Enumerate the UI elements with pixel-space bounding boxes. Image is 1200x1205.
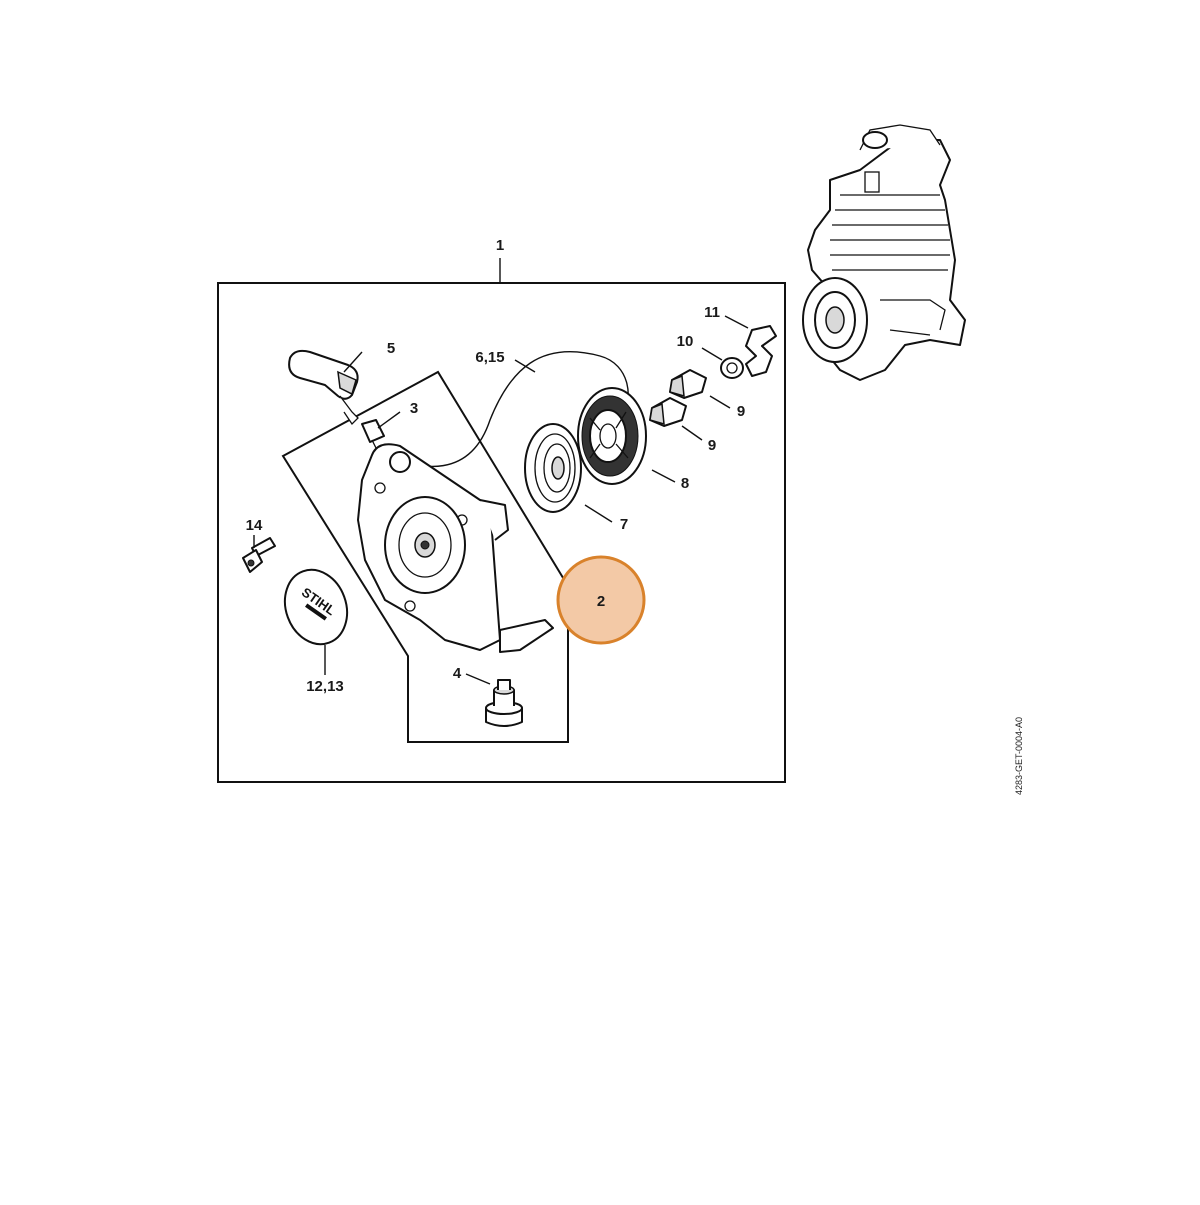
fan-housing xyxy=(357,443,554,653)
spring-clip xyxy=(745,325,777,377)
starter-rope xyxy=(384,351,629,468)
callout-10[interactable]: 10 xyxy=(677,333,694,350)
highlight-circle[interactable] xyxy=(556,555,646,645)
callout-7[interactable]: 7 xyxy=(620,516,628,533)
callout-1[interactable]: 1 xyxy=(496,237,504,254)
callout-9-lower[interactable]: 9 xyxy=(708,437,716,454)
screw xyxy=(242,537,276,573)
rope-rotor xyxy=(577,387,647,485)
rubber-buffer xyxy=(485,679,523,727)
rewind-spring xyxy=(524,423,582,513)
callout-5[interactable]: 5 xyxy=(387,340,395,357)
callout-8[interactable]: 8 xyxy=(681,475,689,492)
starter-grip xyxy=(288,349,359,426)
pawl-upper xyxy=(669,369,707,399)
callout-12-13[interactable]: 12,13 xyxy=(306,678,344,695)
callout-6-15[interactable]: 6,15 xyxy=(475,349,504,366)
assembly-frame xyxy=(217,282,786,783)
engine-assembly-illustration xyxy=(802,124,966,381)
callout-3[interactable]: 3 xyxy=(410,400,418,417)
document-id: 4283-GET-0004-A0 xyxy=(1014,717,1024,795)
pawl-lower xyxy=(649,397,687,427)
housing-subframe xyxy=(281,370,569,743)
washer xyxy=(720,357,744,379)
callout-11[interactable]: 11 xyxy=(704,304,720,321)
callout-14[interactable]: 14 xyxy=(246,517,263,534)
callout-4[interactable]: 4 xyxy=(453,665,462,682)
logo-badge: STIHL xyxy=(283,568,349,646)
callout-2[interactable]: 2 xyxy=(597,593,605,610)
callout-9-upper[interactable]: 9 xyxy=(737,403,745,420)
